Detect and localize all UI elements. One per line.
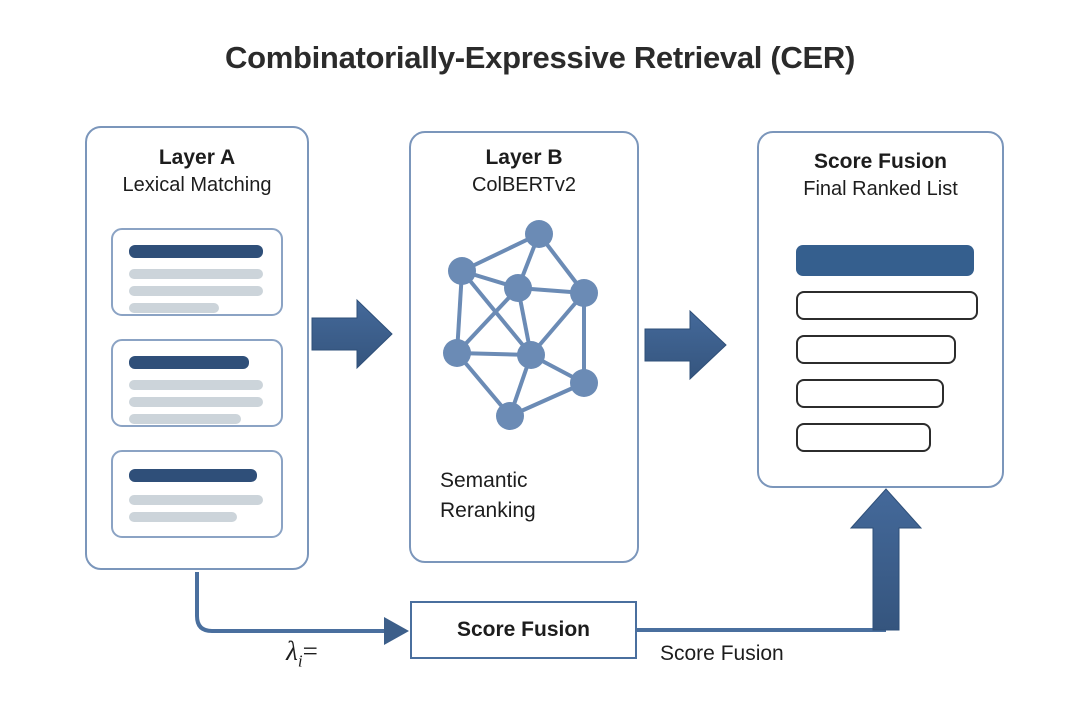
doc-card-title-bar bbox=[129, 469, 257, 482]
graph-node bbox=[504, 274, 532, 302]
connector-a-to-fusion bbox=[195, 572, 409, 645]
doc-card-text-line bbox=[129, 414, 241, 424]
doc-card-text-line bbox=[129, 512, 237, 522]
panel-c-head: Score Fusion Final Ranked List bbox=[759, 150, 1002, 202]
knowledge-graph-icon bbox=[443, 220, 598, 430]
panel-a-subtitle: Lexical Matching bbox=[122, 174, 272, 197]
lambda-weight-label: λi= bbox=[247, 636, 357, 671]
doc-card-title-bar bbox=[129, 245, 263, 258]
document-card[interactable] bbox=[111, 228, 283, 316]
graph-edge bbox=[455, 286, 520, 355]
doc-card-title-bar bbox=[129, 356, 249, 369]
ranked-list-item[interactable] bbox=[796, 423, 931, 452]
lambda-equals: = bbox=[302, 636, 318, 666]
panel-b-title: Layer B bbox=[485, 146, 563, 169]
connector-fusion-to-panel-c bbox=[637, 488, 923, 632]
panel-b-caption-line1: Semantic bbox=[440, 469, 528, 492]
page-title: Combinatorially-Expressive Retrieval (CE… bbox=[225, 40, 855, 75]
graph-nodes bbox=[443, 220, 598, 430]
graph-edge bbox=[461, 232, 540, 273]
ranked-list-item[interactable] bbox=[796, 291, 978, 320]
panel-c-title: Score Fusion bbox=[813, 150, 948, 173]
panel-b-caption-line2: Reranking bbox=[440, 499, 536, 523]
doc-card-text-line bbox=[129, 397, 263, 407]
panel-b-caption: Semantic Reranking bbox=[440, 466, 640, 527]
graph-node bbox=[443, 339, 471, 367]
document-card[interactable] bbox=[111, 339, 283, 427]
score-fusion-box[interactable]: Score Fusion bbox=[410, 601, 637, 659]
doc-card-text-line bbox=[129, 303, 219, 313]
arrow-a-to-b-icon bbox=[311, 298, 393, 370]
doc-card-text-line bbox=[129, 269, 263, 279]
panel-layer-a: Layer A Lexical Matching bbox=[85, 126, 309, 570]
doc-card-text-line bbox=[129, 286, 263, 296]
lambda-subscript: i bbox=[297, 651, 303, 671]
graph-node bbox=[570, 279, 598, 307]
doc-card-text-line bbox=[129, 380, 263, 390]
doc-card-text-line bbox=[129, 495, 263, 505]
panel-b-subtitle: ColBERTv2 bbox=[471, 174, 577, 197]
graph-node bbox=[517, 341, 545, 369]
document-card[interactable] bbox=[111, 450, 283, 538]
graph-edges bbox=[455, 232, 586, 418]
score-fusion-edge-label: Score Fusion bbox=[660, 642, 784, 665]
panel-c-subtitle: Final Ranked List bbox=[803, 178, 958, 201]
panel-b-head: Layer B ColBERTv2 bbox=[411, 146, 637, 198]
ranked-list-item[interactable] bbox=[796, 379, 944, 408]
panel-score-fusion: Score Fusion Final Ranked List bbox=[757, 131, 1004, 488]
panel-a-title: Layer A bbox=[158, 146, 236, 169]
graph-node bbox=[570, 369, 598, 397]
graph-node bbox=[525, 220, 553, 248]
graph-node bbox=[448, 257, 476, 285]
lambda-symbol: λ bbox=[286, 636, 298, 666]
ranked-list-item-top[interactable] bbox=[796, 245, 974, 276]
graph-node bbox=[496, 402, 524, 430]
score-fusion-box-label: Score Fusion bbox=[456, 618, 591, 641]
ranked-list-item[interactable] bbox=[796, 335, 956, 364]
arrow-b-to-c-icon bbox=[644, 309, 727, 381]
panel-a-head: Layer A Lexical Matching bbox=[87, 146, 307, 198]
